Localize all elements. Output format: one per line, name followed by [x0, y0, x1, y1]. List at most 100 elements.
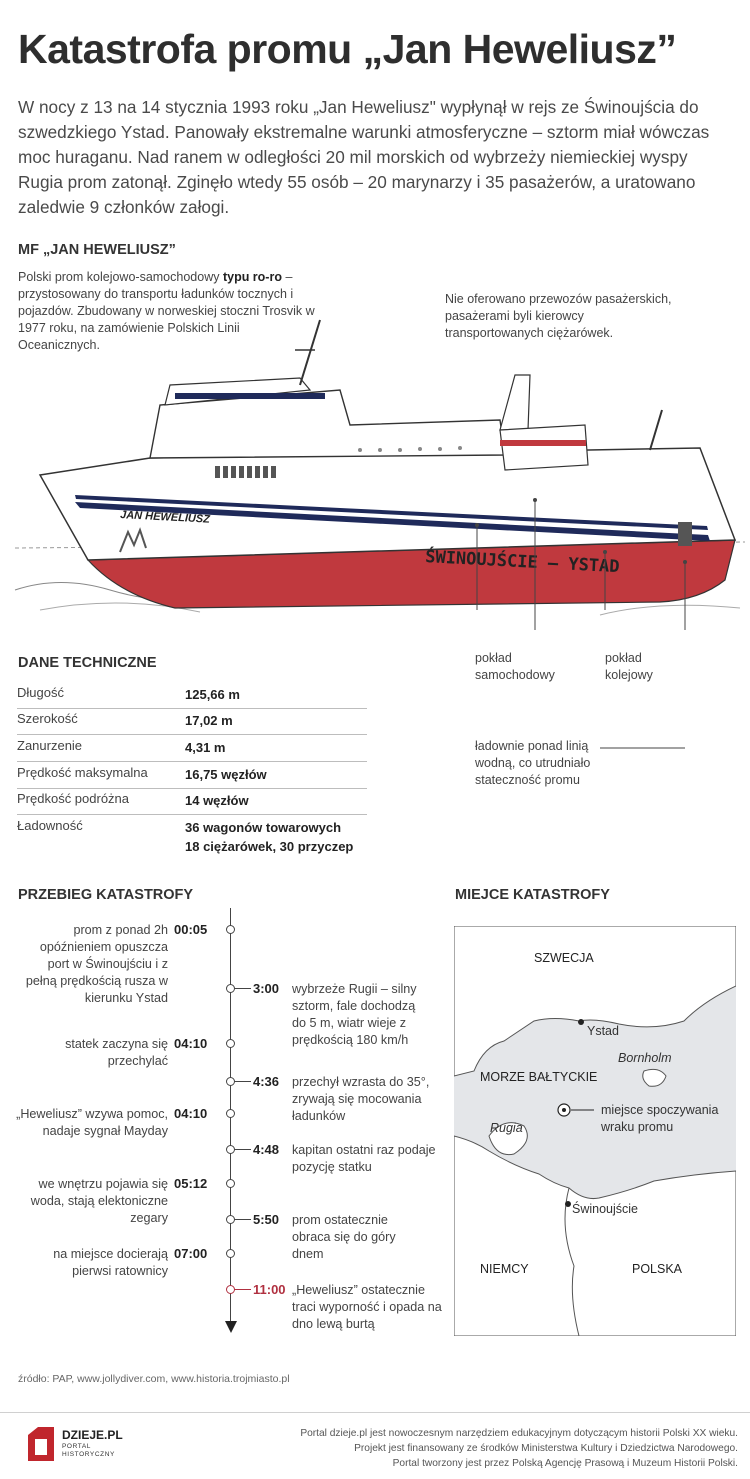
- tech-label: Szerokość: [17, 711, 78, 726]
- map-land-sweden: [454, 926, 736, 1077]
- tech-value-line2: 18 ciężarówek, 30 przyczep: [185, 839, 354, 854]
- tech-heading: DANE TECHNICZNE: [18, 655, 157, 671]
- map-label-swinoujscie: Świnoujście: [572, 1202, 639, 1216]
- mast: [299, 319, 321, 386]
- map-label-sweden: SZWECJA: [534, 951, 594, 965]
- dzieje-logo-icon: [28, 1427, 54, 1461]
- tech-row: Zanurzenie 4,31 m: [17, 735, 367, 762]
- timeline-tick: [231, 988, 251, 989]
- timeline-dot: [226, 1077, 235, 1086]
- timeline-dot: [226, 1249, 235, 1258]
- timeline-time-highlight: 11:00: [253, 1282, 286, 1297]
- map-label-wreck: miejsce spoczywania wraku promu: [601, 1103, 719, 1134]
- rear-mast: [649, 409, 663, 451]
- funnel: [499, 374, 531, 431]
- ship-heading: MF „JAN HEWELIUSZ”: [18, 242, 176, 258]
- map-heading: MIEJCE KATASTROFY: [455, 887, 610, 903]
- callout-hold-horizontal: [600, 747, 685, 749]
- map: [454, 926, 736, 1336]
- map-label-poland: POLSKA: [632, 1262, 683, 1276]
- footer-line: Portal dzieje.pl jest nowoczesnym narzęd…: [300, 1428, 738, 1439]
- timeline-event-text: statek zaczyna się przechylać: [65, 1037, 168, 1068]
- funnel-base: [499, 424, 589, 471]
- ship-description: Polski prom kolejowo-samochodowy typu ro…: [18, 269, 323, 354]
- tech-row: Ładowność 36 wagonów towarowych 18 ciężaró…: [17, 815, 367, 857]
- timeline-time: 07:00: [174, 1246, 208, 1261]
- tech-value: 16,75 węzłów: [185, 767, 267, 782]
- timeline-event-text: wybrzeże Rugii – silny sztorm, fale doch…: [292, 982, 417, 1047]
- map-land-mainland: [454, 1135, 736, 1336]
- timeline-dot: [226, 1285, 235, 1294]
- window-row: [215, 466, 276, 478]
- tech-value: 4,31 m: [185, 740, 226, 755]
- tech-label: Ładowność: [17, 818, 83, 833]
- timeline-event-text: „Heweliusz” ostatecznie traci wyporność …: [292, 1283, 442, 1331]
- tech-value: 36 wagonów towarowych 18 ciężarówek, 30 p…: [185, 818, 353, 856]
- funnel-stripe: [500, 440, 586, 446]
- ship-desc-text: Polski prom kolejowo-samochodowy: [18, 270, 223, 284]
- map-label-germany: NIEMCY: [480, 1262, 529, 1276]
- tech-value-line1: 36 wagonów towarowych: [185, 820, 342, 835]
- navy-stripe-thin: [75, 495, 708, 530]
- bow-logo: [119, 527, 147, 553]
- timeline-event-text: prom z ponad 2h opóźnieniem opuszcza por…: [25, 923, 168, 1005]
- timeline-dot: [226, 1215, 235, 1224]
- map-land-rugia: [488, 1122, 528, 1156]
- timeline-time: 4:36: [253, 1074, 280, 1089]
- label-rail-deck: pokład kolejowy: [605, 651, 653, 682]
- tech-label: Prędkość podróżna: [17, 791, 130, 806]
- timeline-time: 04:10: [174, 1036, 208, 1051]
- timeline-heading: PRZEBIEG KATASTROFY: [18, 887, 194, 903]
- stern-door: [678, 522, 692, 546]
- source-note: źródło: PAP, www.jollydiver.com, www.his…: [18, 1373, 290, 1385]
- footer-line: Portal tworzony jest przez Polską Agencj…: [392, 1458, 738, 1469]
- navy-stripe: [75, 502, 710, 541]
- footer-divider: [0, 1412, 750, 1413]
- timeline-dot: [226, 1039, 235, 1048]
- marker-swinoujscie: [565, 1201, 571, 1207]
- timeline-time: 04:10: [174, 1106, 208, 1121]
- map-border: [564, 1187, 580, 1336]
- timeline-time: 3:00: [253, 981, 280, 996]
- port-windows: [358, 446, 462, 452]
- timeline-time: 4:48: [253, 1142, 280, 1157]
- timeline-time: 5:50: [253, 1212, 280, 1227]
- tech-label: Zanurzenie: [17, 738, 83, 753]
- timeline-event-text: we wnętrzu pojawia się woda, stają elekt…: [30, 1177, 168, 1225]
- map-label-rugia: Rugia: [490, 1121, 523, 1135]
- timeline-dot: [226, 925, 235, 934]
- footer-line: Projekt jest finansowany ze środków Mini…: [354, 1443, 738, 1454]
- marker-ystad: [578, 1019, 584, 1025]
- footer-text: Portal dzieje.pl jest nowoczesnym narzęd…: [268, 1426, 738, 1471]
- map-label-bornholm: Bornholm: [618, 1051, 672, 1065]
- timeline-dot: [226, 1109, 235, 1118]
- footer-logo-sub-line: PORTAL: [62, 1443, 92, 1450]
- timeline-dot: [226, 1145, 235, 1154]
- tech-row: Długość 125,66 m: [17, 682, 367, 709]
- hull-name: JAN HEWELIUSZ: [120, 509, 212, 526]
- timeline-tick: [231, 1081, 251, 1082]
- passengers-note: Nie oferowano przewozów pasażerskich, pa…: [445, 292, 672, 340]
- tech-value: 17,02 m: [185, 713, 233, 728]
- bridge-windows: [175, 393, 325, 399]
- ship-type-bold: typu ro-ro: [222, 270, 282, 284]
- tech-label: Długość: [17, 685, 64, 700]
- timeline-event-text: przechył wzrasta do 35°, zrywają się moc…: [292, 1075, 430, 1123]
- timeline-tick: [231, 1149, 251, 1150]
- timeline-arrow-icon: [225, 1321, 237, 1333]
- timeline-event-text: „Heweliusz” wzywa pomoc, nadaje sygnał M…: [16, 1107, 168, 1138]
- timeline-dot: [226, 1179, 235, 1188]
- timeline-event-text: prom ostatecznie obraca się do góry dnem: [292, 1213, 396, 1261]
- ship-desc-text-2: – przystosowany do transportu ładunków t…: [18, 270, 315, 352]
- timeline-event-text: kapitan ostatni raz podaje pozycję statk…: [292, 1143, 436, 1174]
- tech-value: 14 węzłów: [185, 793, 249, 808]
- wave-line: [39, 602, 201, 613]
- timeline-time: 05:12: [174, 1176, 208, 1191]
- tech-value: 125,66 m: [185, 687, 240, 702]
- tech-row: Prędkość podróżna 14 węzłów: [17, 788, 367, 815]
- footer-logo-title: DZIEJE.PL: [62, 1428, 123, 1442]
- map-label-sea: MORZE BAŁTYCKIE: [480, 1070, 598, 1084]
- map-label-ystad: Ystad: [587, 1024, 619, 1038]
